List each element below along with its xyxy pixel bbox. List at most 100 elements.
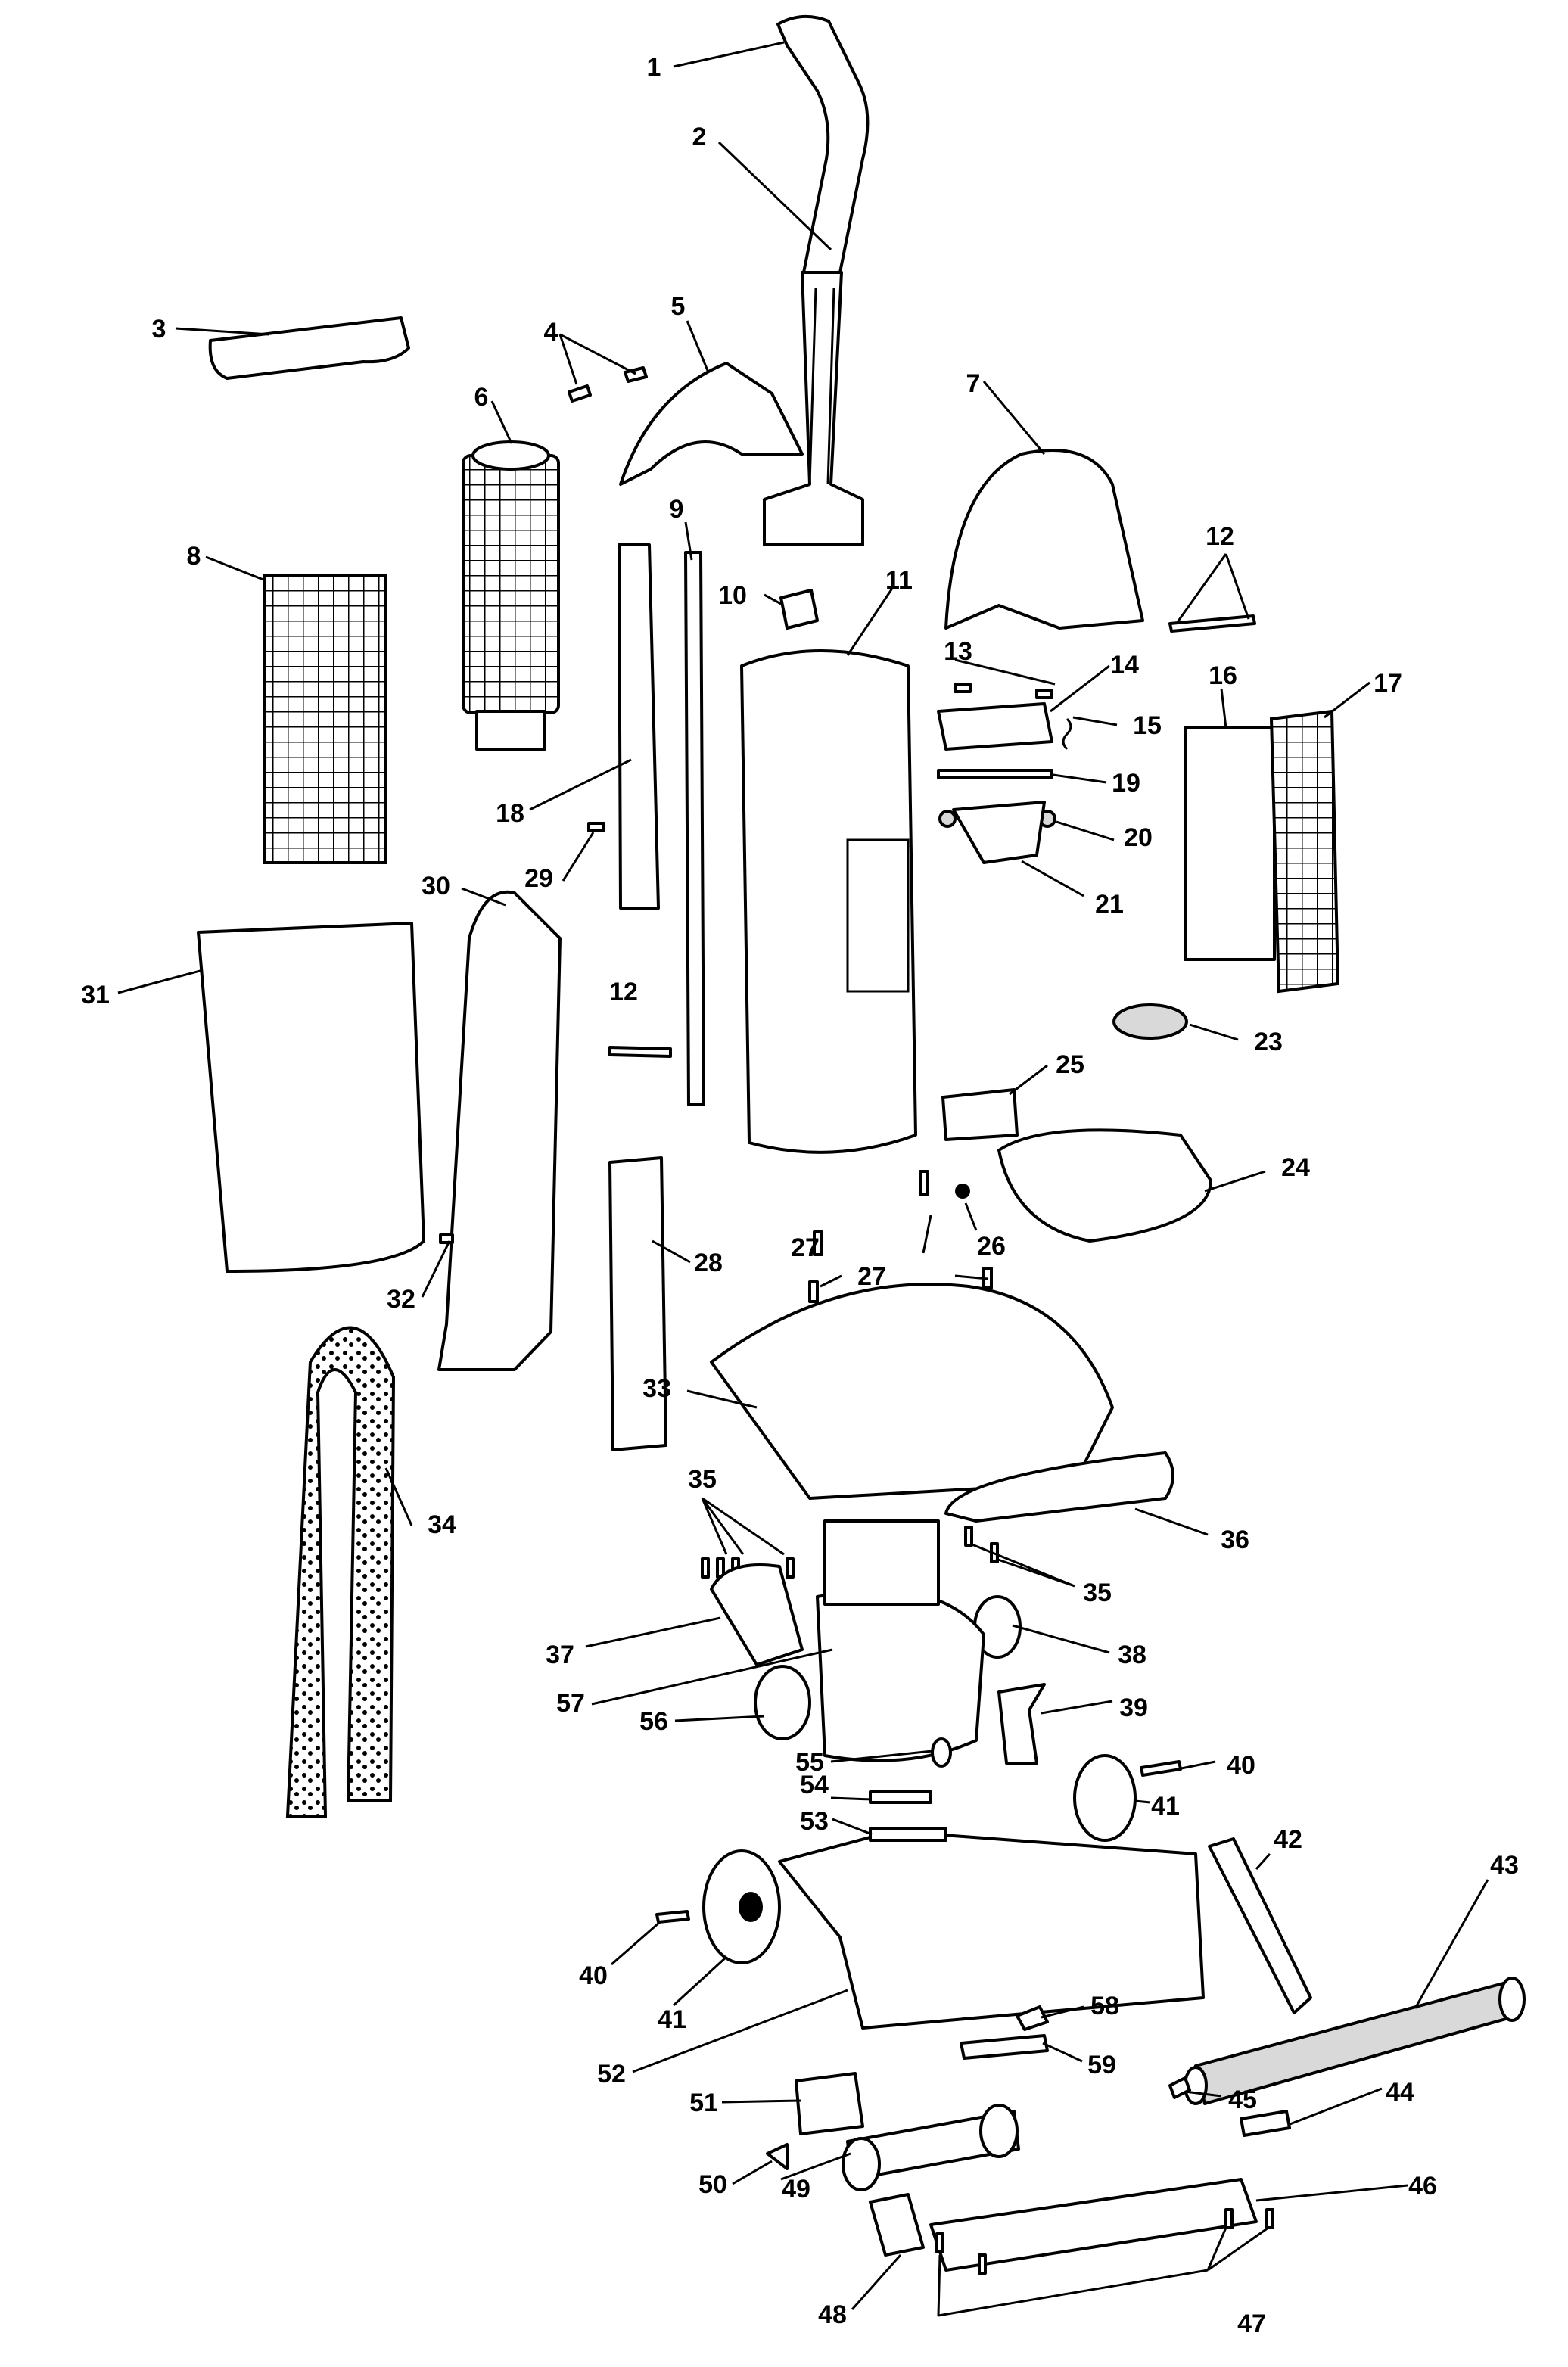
callout: 26 xyxy=(977,1232,1006,1261)
clip-part-10 xyxy=(779,589,819,630)
callout: 50 xyxy=(698,2170,727,2199)
callout: 15 xyxy=(1133,711,1162,740)
callout: 31 xyxy=(81,981,110,1009)
bracket-part-37 xyxy=(710,1563,804,1666)
screw-part-32 xyxy=(439,1233,454,1244)
callout: 58 xyxy=(1090,1992,1119,2020)
strip-part-42 xyxy=(1208,1837,1312,2014)
pedal-part-21 xyxy=(952,801,1046,864)
link-part-59 xyxy=(960,2034,1049,2060)
callout: 4 xyxy=(544,318,558,347)
pin-part-12b xyxy=(608,1046,672,1058)
base-plate-part-46 xyxy=(929,2178,1258,2272)
callout: 47 xyxy=(1237,2309,1266,2338)
callout: 27 xyxy=(791,1233,820,1262)
motor-part-57 xyxy=(816,1588,985,1762)
handle-grip-part-1 xyxy=(776,14,870,274)
door-part-51 xyxy=(795,2072,864,2135)
callout: 44 xyxy=(1386,2078,1414,2107)
callout: 55 xyxy=(795,1748,824,1777)
callout: 3 xyxy=(152,315,166,344)
tab-part-50 xyxy=(766,2143,789,2170)
callout: 42 xyxy=(1274,1825,1302,1854)
rod-part-9 xyxy=(684,551,705,1106)
pin-part-12 xyxy=(1168,614,1256,633)
callout: 8 xyxy=(187,542,201,571)
axle-pin-part-40 xyxy=(1140,1760,1182,1777)
ring-part-56 xyxy=(754,1665,811,1740)
callout: 38 xyxy=(1118,1641,1146,1669)
spring-part-15 xyxy=(1062,717,1072,751)
callout: 49 xyxy=(782,2175,810,2204)
callout: 48 xyxy=(818,2300,847,2329)
callout: 39 xyxy=(1119,1694,1148,1722)
screw-part-29 xyxy=(587,822,605,832)
handle-tube-part-2 xyxy=(763,271,864,546)
ball-part-26 xyxy=(955,1184,970,1199)
slider-part-54 xyxy=(869,1790,932,1804)
callout: 54 xyxy=(800,1771,829,1799)
callout: 17 xyxy=(1374,669,1402,698)
callout: 43 xyxy=(1490,1851,1519,1880)
washer-part-20 xyxy=(938,810,957,828)
callout: 5 xyxy=(671,292,686,321)
callout: 29 xyxy=(524,864,553,893)
callout: 16 xyxy=(1209,661,1237,690)
base-part-52 xyxy=(778,1830,1205,2030)
callout: 53 xyxy=(800,1807,829,1836)
callout: 2 xyxy=(692,123,707,151)
filter-frame-part-8 xyxy=(263,574,387,864)
hood-part-33 xyxy=(710,1283,1114,1500)
callout: 37 xyxy=(546,1641,574,1669)
callout: 9 xyxy=(670,495,684,524)
callout: 59 xyxy=(1087,2051,1116,2079)
lever-part-39 xyxy=(997,1683,1046,1765)
callout: 28 xyxy=(694,1249,723,1277)
callout: 41 xyxy=(1151,1792,1180,1821)
hose-part-34 xyxy=(285,1326,396,1818)
callout: 41 xyxy=(658,2005,686,2034)
callout: 25 xyxy=(1056,1050,1084,1079)
slider-part-53 xyxy=(869,1827,947,1842)
callout: 34 xyxy=(428,1510,456,1539)
callout: 52 xyxy=(597,2060,626,2089)
rod-part-19 xyxy=(937,769,1053,779)
top-cover-part-7 xyxy=(944,449,1144,630)
callout: 23 xyxy=(1254,1028,1283,1056)
strip-part-18 xyxy=(618,543,660,910)
callout: 40 xyxy=(1227,1751,1255,1780)
callout: 27 xyxy=(857,1262,886,1291)
callout: 57 xyxy=(556,1689,585,1718)
callout: 13 xyxy=(944,637,972,666)
screws-part-13 xyxy=(954,683,1053,699)
filter-box-part-25 xyxy=(941,1088,1019,1141)
screws-part-47 xyxy=(935,2208,1274,2275)
cover-part-24 xyxy=(997,1128,1212,1243)
bracket-part-5 xyxy=(619,362,804,486)
bumper-part-36 xyxy=(944,1451,1174,1523)
callout: 7 xyxy=(966,369,981,398)
clip-part-44 xyxy=(1240,2110,1291,2137)
callout: 30 xyxy=(422,872,450,900)
panel-part-28 xyxy=(608,1156,667,1451)
callout: 51 xyxy=(689,2089,718,2117)
callout: 35 xyxy=(1083,1579,1112,1607)
bulb-part-55 xyxy=(931,1737,952,1768)
clip-part-45 xyxy=(1168,2076,1191,2099)
callout: 46 xyxy=(1408,2172,1437,2201)
callout: 40 xyxy=(579,1961,608,1990)
callout: 24 xyxy=(1281,1153,1310,1182)
latch-part-14 xyxy=(937,702,1053,751)
callout: 11 xyxy=(885,566,913,595)
callout: 56 xyxy=(639,1707,668,1736)
leader-lines xyxy=(117,41,1489,2317)
dirt-cup-part-31 xyxy=(197,922,425,1273)
callout: 12 xyxy=(1206,522,1234,551)
wheel-part-41 xyxy=(1073,1754,1137,1842)
axle-pin-part-40b xyxy=(655,1910,690,1924)
seal-ring-part-23 xyxy=(1112,1003,1188,1040)
main-body-part-11 xyxy=(740,649,917,1154)
grille-part-17 xyxy=(1269,709,1340,994)
cylinder-filter-part-6 xyxy=(462,454,560,714)
